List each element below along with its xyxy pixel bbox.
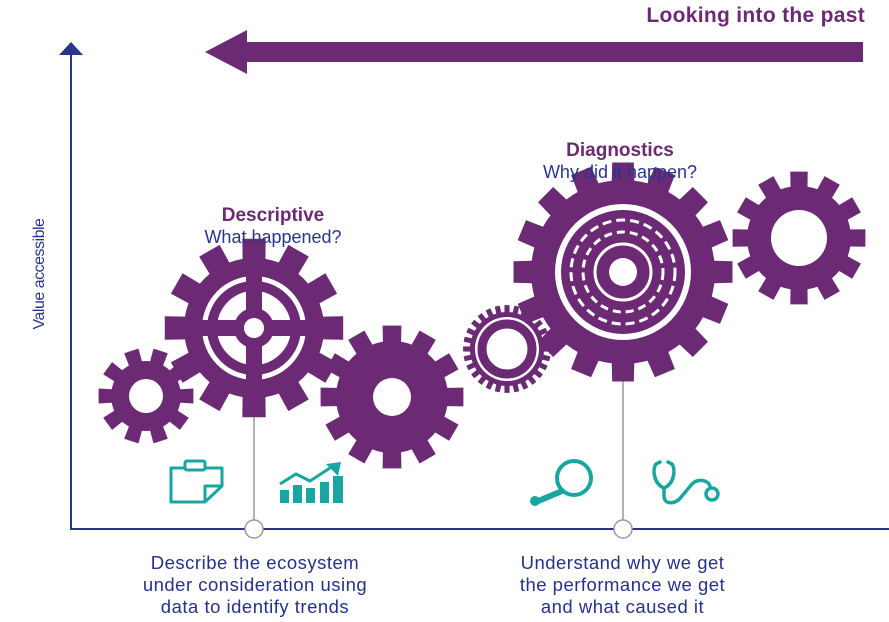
descriptive-caption: Describe the ecosystem under considerati… (80, 552, 430, 618)
small-gear-left (98, 348, 194, 444)
descriptive-node (244, 519, 264, 539)
growth-chart-icon (279, 462, 343, 503)
caption-line: Describe the ecosystem (150, 552, 360, 573)
diagnostics-gear (513, 162, 733, 382)
diagnostics-node (613, 519, 633, 539)
descriptive-gear (164, 238, 344, 418)
medium-gear (320, 325, 464, 469)
stethoscope-icon (652, 460, 720, 505)
caption-line: the performance we get (519, 574, 726, 595)
top-right-gear (732, 171, 866, 305)
descriptive-title: Descriptive (221, 205, 325, 226)
diagnostics-title: Diagnostics (566, 140, 674, 161)
descriptive-label: Descriptive What happened? (148, 205, 398, 248)
small-ring-gear (463, 305, 551, 393)
caption-line: under consideration using (142, 574, 368, 595)
diagnostics-caption: Understand why we get the performance we… (445, 552, 800, 618)
caption-line: Understand why we get (520, 552, 725, 573)
caption-line: and what caused it (540, 596, 705, 617)
y-axis (59, 42, 83, 530)
caption-line: data to identify trends (160, 596, 350, 617)
clipboard-icon (169, 459, 224, 504)
past-arrow (205, 30, 863, 74)
descriptive-subtitle: What happened? (204, 227, 342, 247)
y-axis-label: Value accessible (31, 218, 48, 330)
header-title: Looking into the past (646, 4, 865, 27)
diagnostics-label: Diagnostics Why did it happen? (480, 140, 760, 183)
magnifier-icon (530, 459, 593, 506)
diagnostics-subtitle: Why did it happen? (542, 162, 698, 182)
